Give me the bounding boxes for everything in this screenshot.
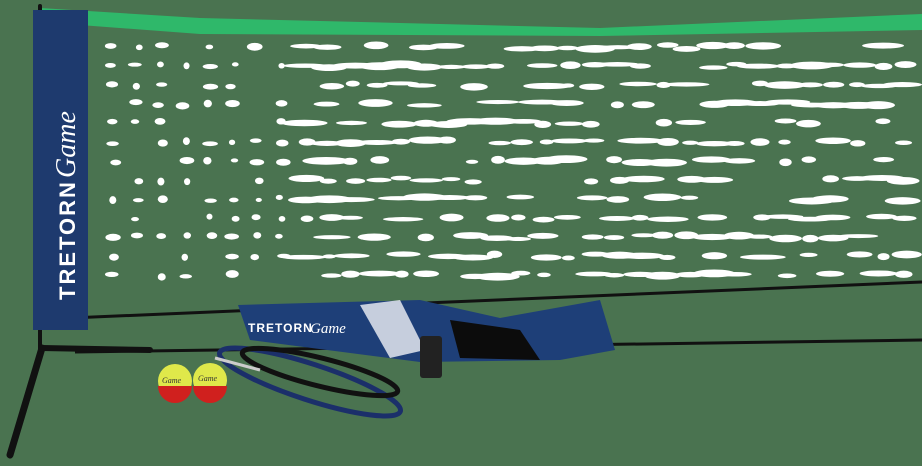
net-cord-upper — [69, 280, 922, 320]
net-mesh — [104, 41, 922, 281]
bag-brand: TRETORN — [248, 321, 313, 335]
tennis-ball-1: Game — [158, 364, 192, 403]
rackets — [214, 345, 404, 419]
banner-brand: TRETORN — [55, 180, 80, 300]
ball-1-script: Game — [162, 376, 182, 385]
pole-banner: TRETORN Game — [33, 10, 88, 330]
bag-script: Game — [310, 321, 346, 337]
tennis-ball-2: Game — [193, 363, 227, 403]
banner-script: Game — [51, 111, 82, 178]
net-top-tape — [40, 8, 922, 36]
net-clip — [420, 336, 442, 378]
carry-bag: TRETORN Game — [238, 300, 615, 362]
ball-2-script: Game — [198, 374, 218, 383]
